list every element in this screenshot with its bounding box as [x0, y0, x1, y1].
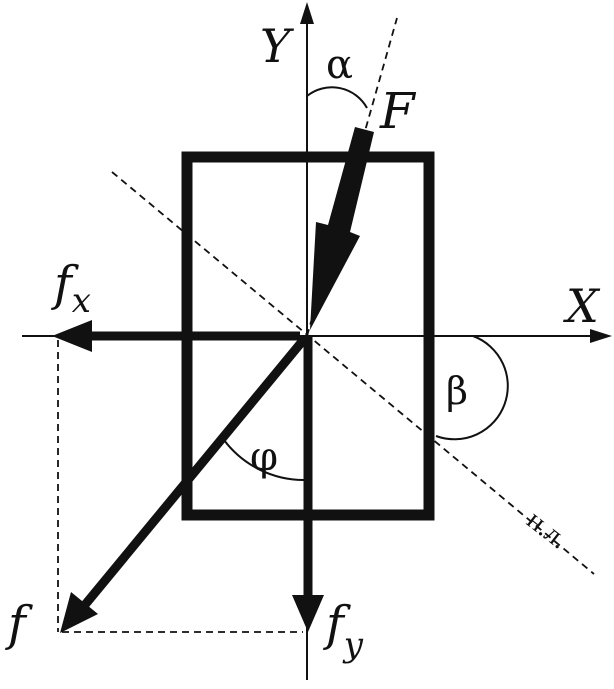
- fy-label-subscript: y: [342, 625, 364, 665]
- fy-label: fy: [323, 596, 364, 665]
- resultant-force-label: f: [5, 596, 33, 652]
- phi-angle-arc: [223, 439, 306, 482]
- y-axis-label: Y: [260, 19, 295, 73]
- x-axis-label: X: [563, 279, 601, 333]
- beta-label: β: [446, 369, 468, 413]
- neutral-line: [111, 171, 595, 575]
- fx-label-subscript: x: [72, 281, 91, 321]
- fx-label: fx: [51, 256, 91, 321]
- alpha-angle-arc: [306, 86, 368, 109]
- resultant-arrowhead-icon: [60, 592, 98, 633]
- applied-force-label: F: [379, 82, 417, 140]
- alpha-label: α: [326, 42, 353, 88]
- x-axis-arrow-icon: [590, 329, 612, 343]
- fy-arrowhead-icon: [292, 595, 324, 632]
- fx-arrowhead-icon: [52, 320, 92, 352]
- resultant-force-shaft: [80, 335, 309, 609]
- beta-angle-arc: [435, 335, 509, 441]
- y-axis-arrow-icon: [300, 2, 314, 24]
- neutral-line-label: н.л.: [521, 504, 574, 555]
- phi-label: φ: [250, 434, 278, 480]
- applied-force-arrow: [310, 127, 374, 330]
